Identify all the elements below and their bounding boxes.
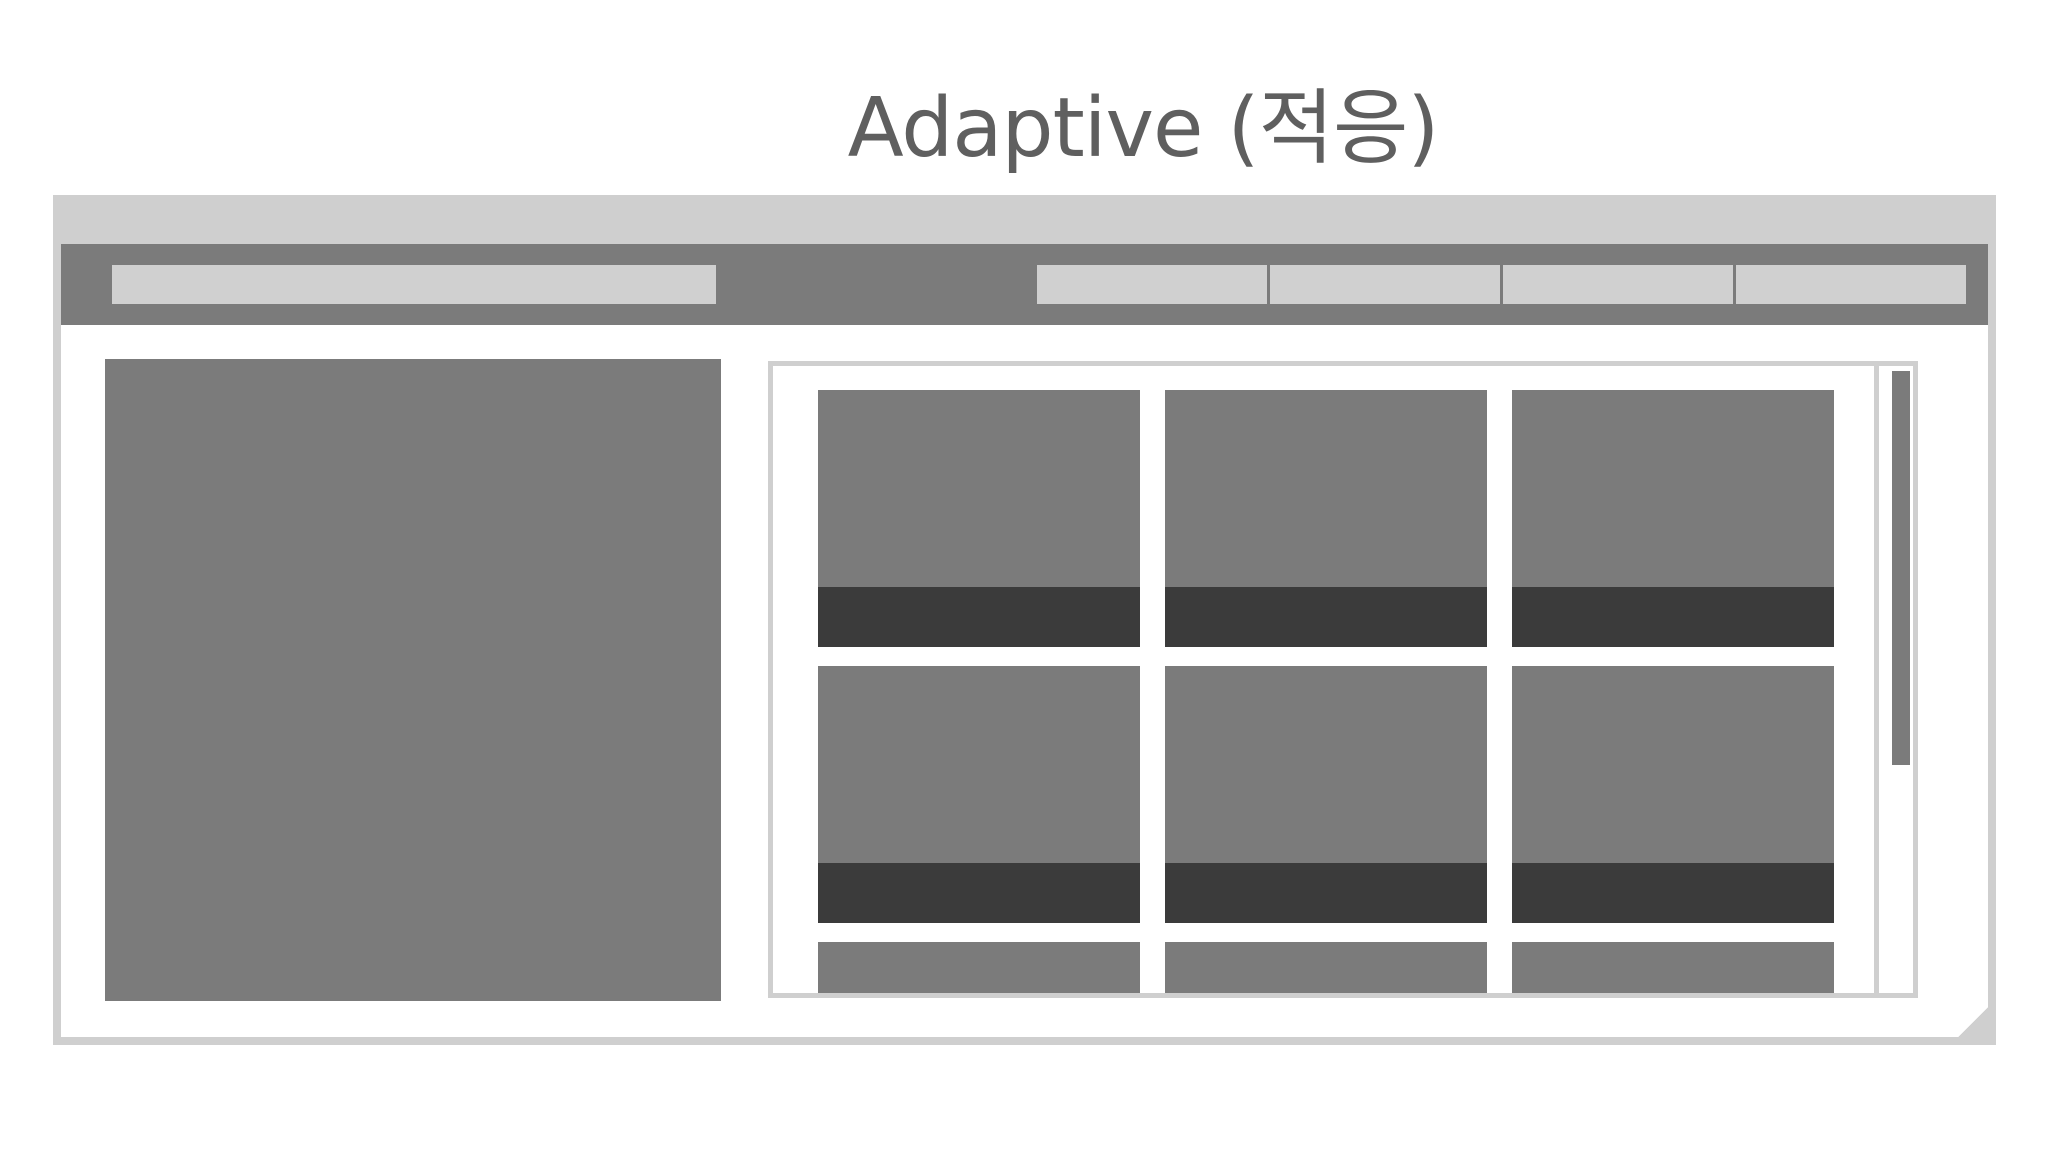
grid-tile[interactable] (1165, 390, 1487, 647)
grid-tile[interactable] (818, 390, 1140, 647)
grid-tile[interactable] (1165, 666, 1487, 923)
navigation-bar (61, 244, 1988, 325)
nav-tabs (1037, 265, 1966, 304)
grid-tile-partial[interactable] (818, 942, 1140, 993)
side-panel-placeholder (105, 359, 721, 1001)
diagram-title: Adaptive (적응) (847, 81, 1440, 176)
grid-tile[interactable] (818, 666, 1140, 923)
tile-caption-bar (1512, 863, 1834, 923)
grid-tile[interactable] (1512, 666, 1834, 923)
tile-caption-bar (1165, 587, 1487, 647)
resize-handle[interactable] (1950, 999, 1996, 1045)
content-grid-frame (768, 361, 1918, 998)
tile-caption-bar (818, 587, 1140, 647)
grid-tile-partial[interactable] (1165, 942, 1487, 993)
nav-tab-1[interactable] (1037, 265, 1267, 304)
tile-caption-bar (1512, 587, 1834, 647)
scrollbar-track-divider (1874, 366, 1879, 993)
grid-tile-partial[interactable] (1512, 942, 1834, 993)
nav-tab-2[interactable] (1270, 265, 1500, 304)
search-bar-placeholder[interactable] (112, 265, 716, 304)
nav-tab-3[interactable] (1503, 265, 1733, 304)
grid-tile[interactable] (1512, 390, 1834, 647)
window-content-area (61, 244, 1988, 1037)
scrollbar-thumb[interactable] (1892, 371, 1910, 765)
nav-tab-4[interactable] (1736, 265, 1966, 304)
tile-caption-bar (1165, 863, 1487, 923)
app-window-mockup (53, 195, 1996, 1045)
tile-caption-bar (818, 863, 1140, 923)
